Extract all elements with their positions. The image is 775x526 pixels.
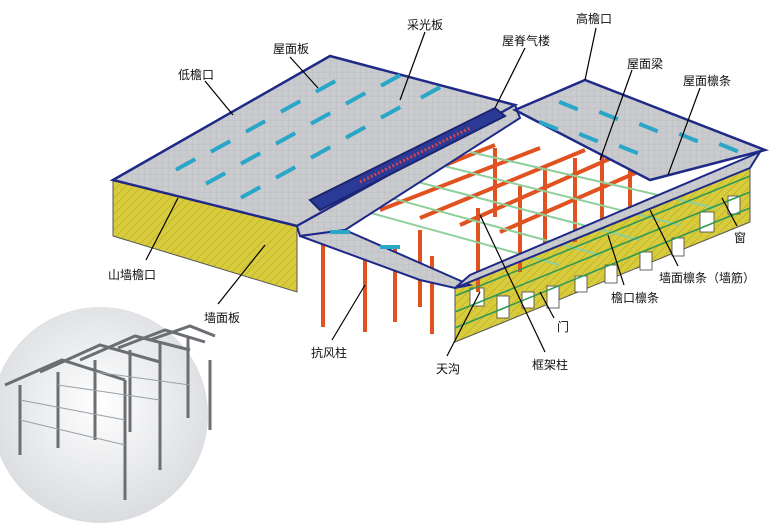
label-window: 窗 bbox=[734, 231, 747, 245]
label-skylight-panel: 采光板 bbox=[407, 18, 444, 32]
label-ridge-ventilator: 屋脊气楼 bbox=[502, 34, 551, 48]
label-gable-eave: 山墙檐口 bbox=[108, 268, 157, 282]
label-gutter: 天沟 bbox=[436, 362, 461, 376]
label-low-eave: 低檐口 bbox=[178, 68, 215, 82]
lower-roof-strip bbox=[299, 228, 474, 290]
label-roof-beam: 屋面梁 bbox=[627, 57, 664, 71]
right-roof-strip bbox=[454, 149, 763, 289]
leader-lines bbox=[145, 27, 738, 357]
ridge-ventilator-vents bbox=[359, 126, 471, 184]
label-high-eave: 高檐口 bbox=[576, 12, 613, 26]
label-roof-panel: 屋面板 bbox=[273, 42, 310, 56]
wall-openings bbox=[469, 195, 741, 319]
label-eave-purlin: 檐口檩条 bbox=[611, 291, 660, 305]
label-wall-purlin: 墙面檩条（墙筋） bbox=[659, 271, 756, 285]
skylights bbox=[175, 73, 739, 249]
steel-frame-photo bbox=[0, 307, 216, 523]
label-roof-purlin: 屋面檩条 bbox=[683, 74, 732, 88]
label-frame-column: 框架柱 bbox=[532, 358, 569, 372]
wall-purlins bbox=[454, 175, 751, 329]
label-wall-panel: 墙面板 bbox=[204, 311, 241, 325]
label-wind-column: 抗风柱 bbox=[311, 346, 348, 360]
high-roof-panel bbox=[512, 78, 770, 182]
label-door: 门 bbox=[557, 320, 570, 334]
